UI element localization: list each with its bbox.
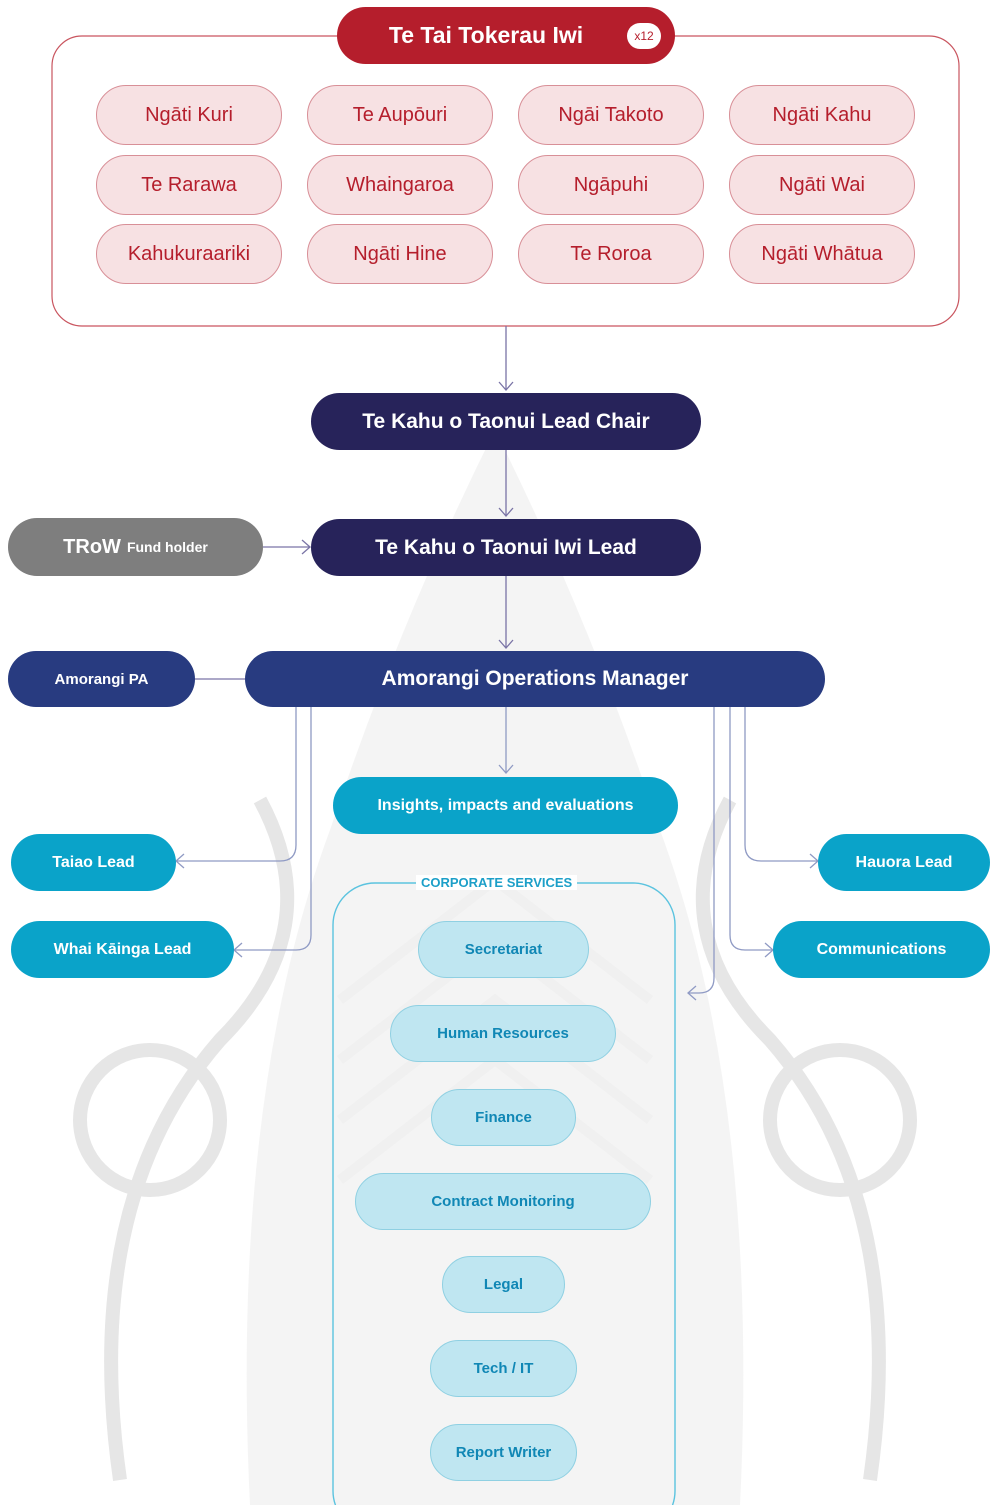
amorangi-pa-node: Amorangi PA [8,651,195,707]
contract-monitoring-node: Contract Monitoring [355,1173,651,1230]
human-resources-node: Human Resources [390,1005,616,1062]
iwi-kahukuraariki: Kahukuraariki [96,224,282,284]
secretariat-node: Secretariat [418,921,589,978]
iwi-group-title: Te Tai Tokerau Iwi [388,22,584,48]
taiao-lead-node: Taiao Lead [11,834,176,891]
insights-node: Insights, impacts and evaluations [333,777,678,834]
tech-it-node: Tech / IT [430,1340,577,1397]
ops-manager-node: Amorangi Operations Manager [245,651,825,707]
report-writer-node: Report Writer [430,1424,577,1481]
iwi-lead-node: Te Kahu o Taonui Iwi Lead [311,519,701,576]
iwi-te-aupouri: Te Aupōuri [307,85,493,145]
corporate-services-title: CORPORATE SERVICES [416,875,578,890]
fund-holder-role: Fund holder [126,539,208,555]
iwi-ngai-takoto: Ngāi Takoto [518,85,704,145]
iwi-whaingaroa: Whaingaroa [307,155,493,215]
finance-node: Finance [431,1089,576,1146]
iwi-ngati-kahu: Ngāti Kahu [729,85,915,145]
fund-holder-node: TRoW Fund holder [8,518,263,576]
iwi-ngati-wai: Ngāti Wai [729,155,915,215]
iwi-group-title-pill: Te Tai Tokerau Iwi [337,7,675,64]
iwi-ngati-kuri: Ngāti Kuri [96,85,282,145]
iwi-te-roroa: Te Roroa [518,224,704,284]
iwi-ngati-whatua: Ngāti Whātua [729,224,915,284]
iwi-ngati-hine: Ngāti Hine [307,224,493,284]
communications-node: Communications [773,921,990,978]
hauora-lead-node: Hauora Lead [818,834,990,891]
count-badge: x12 [627,23,661,49]
iwi-ngapuhi: Ngāpuhi [518,155,704,215]
iwi-te-rarawa: Te Rarawa [96,155,282,215]
whai-kainga-lead-node: Whai Kāinga Lead [11,921,234,978]
lead-chair-node: Te Kahu o Taonui Lead Chair [311,393,701,450]
legal-node: Legal [442,1256,565,1313]
fund-holder-name: TRoW [63,535,121,558]
